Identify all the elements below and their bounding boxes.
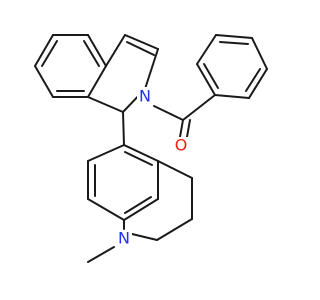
- label-backdrop: [116, 230, 132, 248]
- bond: [156, 218, 193, 241]
- label-backdrop: [137, 87, 153, 105]
- bond: [87, 198, 125, 221]
- bond-double-inner: [41, 40, 58, 67]
- bond: [182, 94, 216, 121]
- bond: [123, 198, 159, 221]
- tetrahydro-ring: [123, 160, 193, 241]
- bond-double-inner: [245, 68, 261, 92]
- bond-double-inner: [219, 41, 249, 45]
- bond: [87, 96, 124, 113]
- bond: [131, 233, 158, 241]
- bond: [144, 48, 159, 90]
- bond: [87, 65, 107, 98]
- bond: [196, 63, 216, 96]
- bond: [105, 34, 126, 67]
- structure-svg: N O N: [34, 34, 268, 263]
- bond: [214, 94, 250, 99]
- bond-double-inner: [124, 196, 152, 214]
- bond: [196, 34, 217, 65]
- bond-co: [179, 119, 184, 138]
- bond: [248, 68, 268, 99]
- atom-n-ring: N: [139, 87, 151, 106]
- molecule-canvas: N O N: [34, 34, 268, 263]
- bond-methyl: [87, 246, 115, 263]
- benzo-ring: [34, 34, 107, 98]
- bond-co-double: [186, 119, 191, 138]
- bond: [87, 144, 125, 162]
- bond: [124, 34, 159, 50]
- bond: [123, 144, 159, 162]
- bond: [251, 37, 268, 70]
- bond-linker: [122, 111, 125, 146]
- atom-n-amine: N: [118, 229, 130, 248]
- atom-o-carbonyl: O: [175, 136, 188, 155]
- bond: [34, 65, 54, 98]
- quinoline-aromatic-ring: [87, 144, 159, 221]
- label-backdrop: [173, 137, 189, 155]
- bond-double-inner: [83, 40, 100, 67]
- bond-double-inner: [126, 41, 155, 56]
- bond: [153, 105, 184, 121]
- bond: [34, 34, 54, 67]
- bond: [215, 34, 253, 39]
- bond-double-inner: [203, 63, 219, 89]
- bond: [87, 34, 107, 67]
- bond-double-inner: [124, 151, 153, 166]
- bond: [157, 160, 193, 179]
- benzoyl-group: [153, 34, 268, 138]
